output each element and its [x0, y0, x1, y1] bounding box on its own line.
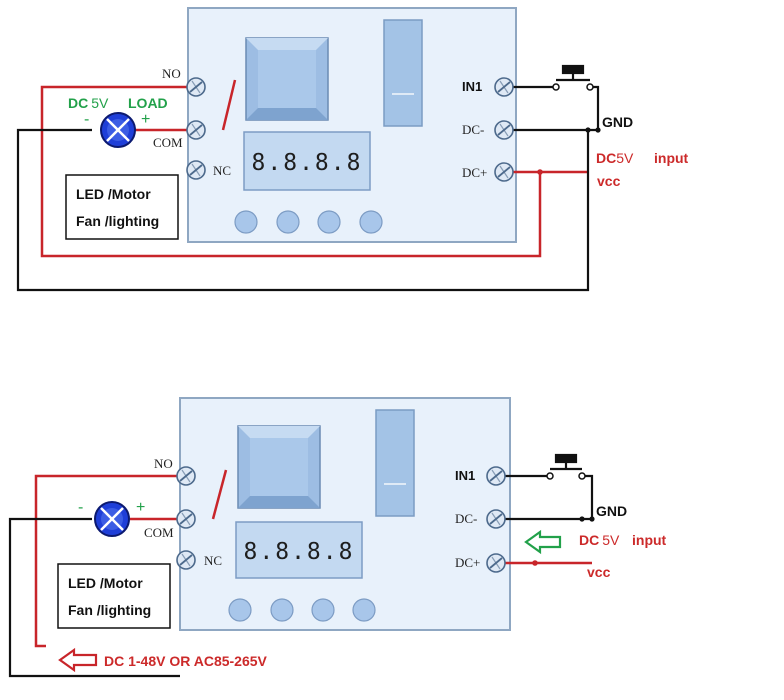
device-line1: LED /Motor [76, 186, 151, 202]
relay-block [245, 37, 329, 121]
terminal-com[interactable] [176, 509, 196, 529]
gnd-label: GND [596, 503, 627, 519]
display-digits: 8.8.8.8 [252, 150, 363, 176]
label-in1: IN1 [462, 79, 482, 94]
board-button-2[interactable] [276, 210, 300, 234]
device-box [57, 563, 171, 629]
minus-sign: - [78, 499, 83, 516]
board-button-3[interactable] [317, 210, 341, 234]
vcc-label: vcc [587, 564, 611, 580]
lamp-icon [99, 111, 137, 149]
side-module [375, 409, 415, 517]
led-display [235, 521, 363, 579]
black-wires [8, 453, 594, 678]
supply-arrow-icon [58, 647, 98, 673]
diagram-1: 8.8.8.8 [16, 7, 689, 292]
vcc-label: vcc [597, 173, 621, 189]
label-com: COM [144, 525, 174, 540]
terminal-dc-plus[interactable] [494, 162, 514, 182]
label-dc-plus: DC+ [462, 165, 487, 180]
terminal-in1[interactable] [486, 466, 506, 486]
label-dc-minus: DC- [462, 122, 484, 137]
relay-block [237, 425, 321, 509]
minus-sign: - [84, 111, 89, 128]
device-box [65, 174, 179, 240]
board-buttons [234, 210, 383, 234]
label-nc: NC [204, 553, 222, 568]
terminal-nc[interactable] [176, 550, 196, 570]
terminal-dc-minus[interactable] [494, 120, 514, 140]
black-wires [16, 64, 600, 292]
device-line2: Fan /lighting [76, 213, 159, 229]
relay-board [187, 7, 517, 243]
terminal-no[interactable] [176, 466, 196, 486]
board-button-2[interactable] [270, 598, 294, 622]
label-no: NO [154, 456, 173, 471]
plus-sign: + [136, 499, 145, 516]
terminal-dc-plus[interactable] [486, 553, 506, 573]
diagram-2: 8.8.8.8 NO [8, 397, 667, 678]
lamp-icon [93, 500, 131, 538]
label-dc-plus: DC+ [455, 555, 480, 570]
terminal-nc[interactable] [186, 160, 206, 180]
device-line2: Fan /lighting [68, 602, 151, 618]
red-wires [34, 469, 592, 648]
board-buttons [228, 598, 376, 622]
board-button-4[interactable] [359, 210, 383, 234]
label-dc-minus: DC- [455, 511, 477, 526]
terminal-in1[interactable] [494, 77, 514, 97]
plus-sign: + [141, 111, 150, 128]
board-button-1[interactable] [228, 598, 252, 622]
device-line1: LED /Motor [68, 575, 143, 591]
input-word: input [654, 150, 689, 166]
gnd-label: GND [602, 114, 633, 130]
input-arrow-icon [524, 529, 562, 555]
supply-label: DC 1-48V OR AC85-265V [104, 653, 268, 669]
board-button-4[interactable] [352, 598, 376, 622]
relay-board [179, 397, 511, 631]
label-nc: NC [213, 163, 231, 178]
input-word: input [632, 532, 667, 548]
board-button-3[interactable] [311, 598, 335, 622]
terminal-com[interactable] [186, 120, 206, 140]
label-com: COM [153, 135, 183, 150]
load-label: LOAD [128, 95, 168, 111]
label-no: NO [162, 66, 181, 81]
board-button-1[interactable] [234, 210, 258, 234]
terminal-no[interactable] [186, 77, 206, 97]
label-in1: IN1 [455, 468, 475, 483]
input-dc-label: DC5V [596, 150, 634, 166]
led-display [243, 131, 371, 191]
side-module [383, 19, 423, 127]
red-wires [40, 79, 588, 258]
terminal-dc-minus[interactable] [486, 509, 506, 529]
display-digits: 8.8.8.8 [244, 539, 355, 565]
